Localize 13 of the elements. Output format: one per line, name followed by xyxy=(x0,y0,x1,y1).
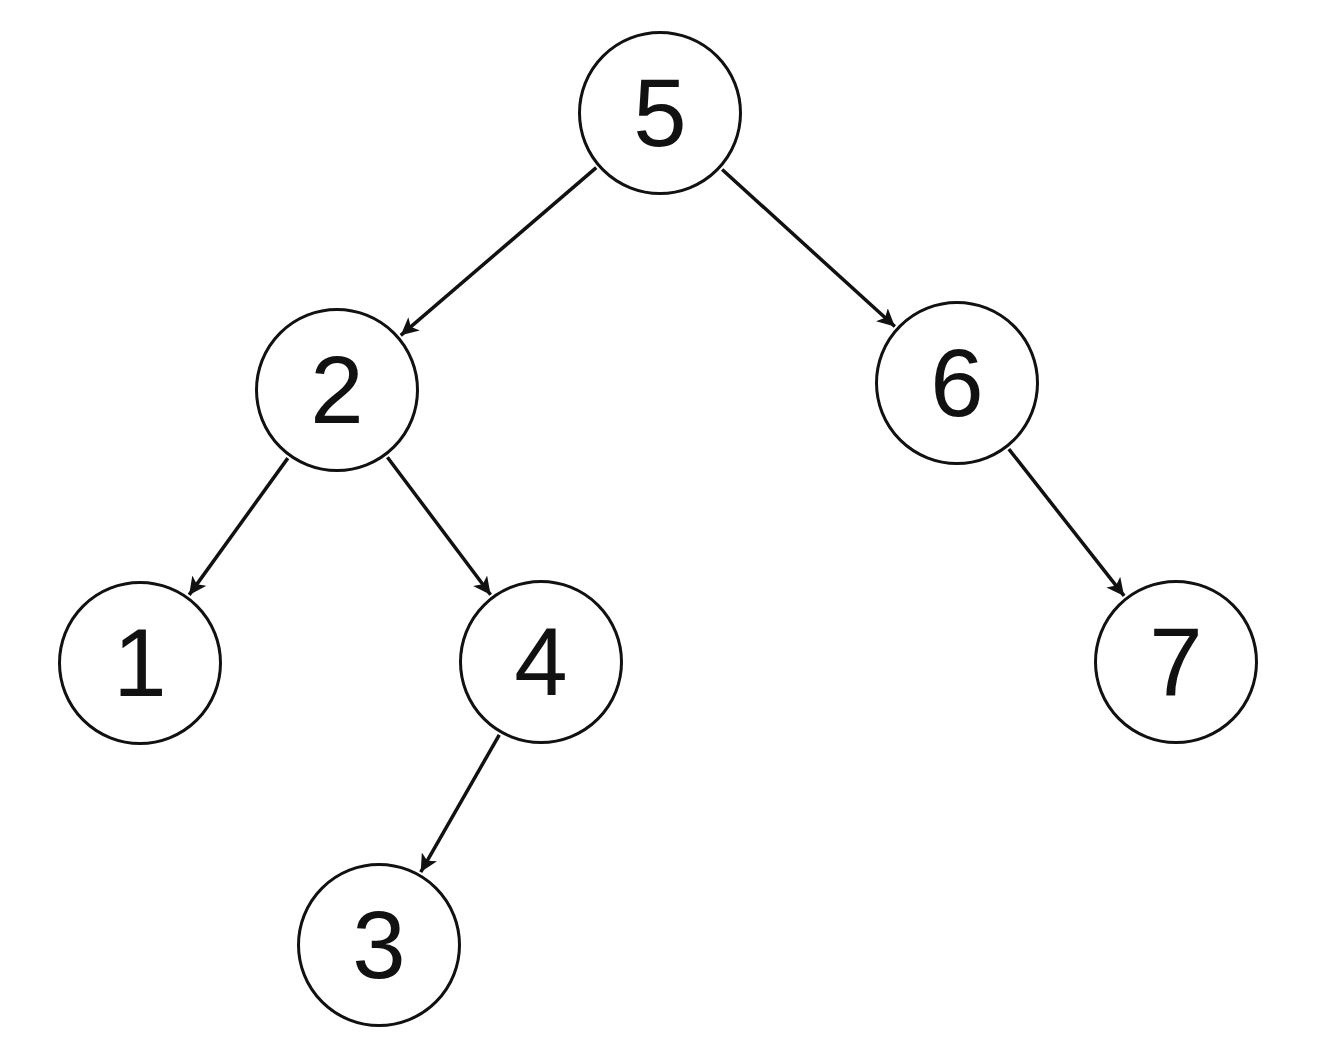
arrow xyxy=(720,168,897,328)
node-value: 3 xyxy=(352,897,406,993)
arrow xyxy=(187,457,290,596)
arrow xyxy=(386,456,492,596)
arrow xyxy=(419,734,501,873)
node-value: 7 xyxy=(1149,614,1203,710)
node-value: 4 xyxy=(514,614,568,710)
node-value: 2 xyxy=(310,342,364,438)
arrow xyxy=(1007,448,1126,597)
arrow xyxy=(399,166,598,337)
node-value: 1 xyxy=(113,615,167,711)
node-value: 5 xyxy=(633,65,687,161)
node-value: 6 xyxy=(930,335,984,431)
